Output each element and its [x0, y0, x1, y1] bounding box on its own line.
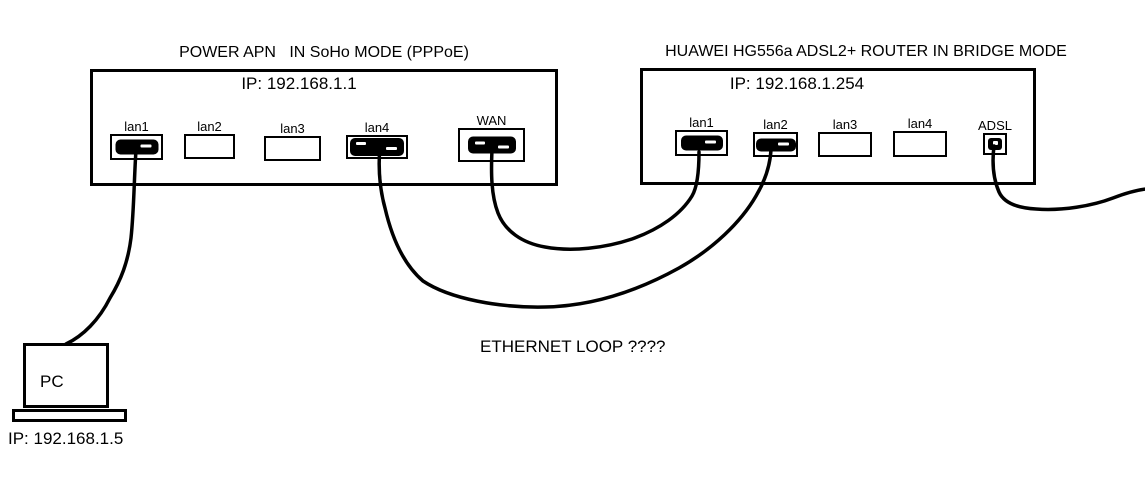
router1-port-wan: WAN	[458, 114, 525, 162]
router1-port-lan4: lan4	[346, 121, 408, 159]
router2-port-lan2: lan2	[753, 118, 798, 157]
ethernet-loop-annotation: ETHERNET LOOP ????	[480, 337, 666, 356]
pc-base	[12, 409, 127, 422]
router1-port-lan3: lan3	[264, 122, 321, 161]
rj45-plug-icon	[350, 138, 404, 156]
router2-huawei-hg556a: IP: 192.168.1.254	[640, 68, 1036, 185]
router2-port-lan1: lan1	[675, 116, 728, 156]
router2-port-lan3-label: lan3	[832, 117, 858, 132]
rj11-plug-icon	[988, 138, 1002, 150]
router2-port-adsl: ADSL	[978, 119, 1012, 155]
router2-port-lan4-label: lan4	[907, 116, 933, 131]
router1-ip: IP: 192.168.1.1	[241, 74, 357, 93]
router2-ip: IP: 192.168.1.254	[729, 74, 865, 93]
router1-port-lan2-label: lan2	[197, 119, 222, 134]
router2-port-lan1-label: lan1	[689, 115, 714, 130]
router2-port-lan4: lan4	[893, 117, 947, 157]
router2-port-lan2-label: lan2	[763, 117, 788, 132]
router1-port-lan1: lan1	[110, 120, 163, 160]
router2-port-lan3: lan3	[818, 118, 872, 157]
router1-port-lan3-label: lan3	[280, 121, 305, 136]
router1-port-lan4-label: lan4	[364, 120, 390, 135]
router1-title: POWER APN IN SoHo MODE (PPPoE)	[179, 44, 469, 61]
router2-port-adsl-label: ADSL	[978, 118, 1012, 133]
rj45-plug-icon	[467, 136, 516, 154]
router1-port-lan1-label: lan1	[124, 119, 149, 134]
rj45-plug-icon	[115, 139, 158, 155]
router1-port-wan-label: WAN	[476, 113, 507, 128]
router1-power-apn: IP: 192.168.1.1	[90, 69, 558, 186]
pc-label: PC	[40, 372, 64, 391]
pc: PC	[23, 343, 109, 408]
router1-port-lan2: lan2	[184, 120, 235, 159]
rj45-plug-icon	[680, 135, 723, 151]
rj45-plug-icon	[755, 138, 796, 151]
router2-title: HUAWEI HG556a ADSL2+ ROUTER IN BRIDGE MO…	[665, 43, 1067, 60]
pc-ip: IP: 192.168.1.5	[8, 429, 124, 448]
